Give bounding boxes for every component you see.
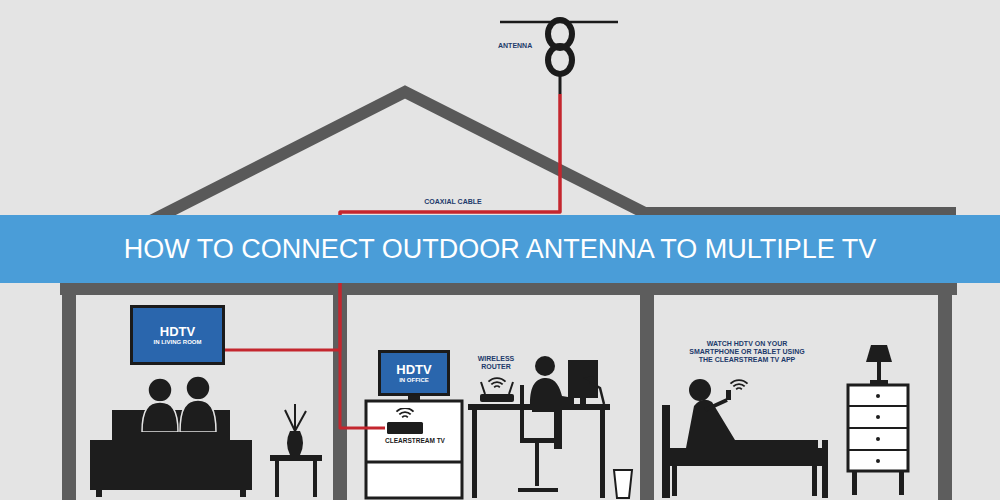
bedroom-figures — [848, 406, 908, 450]
living-room-figures — [90, 376, 322, 497]
living-room-figures — [287, 431, 303, 455]
wifi-arc — [396, 408, 414, 412]
router-label: WIRELESS ROUTER — [474, 355, 518, 371]
bedroom-figures — [866, 345, 892, 362]
office-furniture — [580, 398, 586, 404]
house-frame — [938, 283, 952, 500]
living-room-figures — [240, 490, 246, 497]
title-banner: HOW TO CONNECT OUTDOOR ANTENNA TO MULTIP… — [0, 215, 1000, 283]
wifi-arc — [494, 385, 501, 388]
bedroom-figures — [662, 345, 908, 498]
office-furniture — [472, 410, 477, 498]
office-furniture — [520, 385, 524, 440]
wifi-arc — [733, 383, 746, 387]
tv-screen: HDTVIN OFFICE — [378, 350, 450, 396]
tv-caption: IN LIVING ROOM — [154, 339, 202, 346]
tv-title: HDTV — [396, 363, 431, 377]
living-room-figures — [180, 400, 216, 432]
wifi-arc — [491, 381, 504, 385]
bedroom-figures — [876, 394, 880, 398]
office-furniture — [535, 356, 555, 376]
bedroom-figures — [899, 471, 904, 495]
house-frame — [62, 283, 76, 500]
living-room-figures — [148, 378, 172, 402]
office-furniture — [530, 378, 574, 404]
living-room-figures — [270, 455, 322, 461]
living-room-figures — [275, 461, 279, 497]
tv-title: HDTV — [160, 325, 195, 339]
bedroom-figures — [876, 437, 880, 441]
device-symbol — [385, 408, 431, 435]
bedroom-figures — [848, 385, 908, 471]
tv-screen: HDTVIN LIVING ROOM — [130, 305, 225, 365]
wifi-arc — [730, 379, 748, 384]
bedroom-figures — [686, 400, 818, 448]
living-room-figures — [96, 490, 102, 497]
house-frame — [640, 283, 654, 500]
living-room-figures — [142, 402, 178, 432]
bedroom-figures — [812, 466, 817, 496]
office-furniture — [366, 356, 632, 498]
bedroom-figures — [852, 471, 857, 495]
app-note: WATCH HDTV ON YOUR SMARTPHONE OR TABLET … — [684, 340, 810, 364]
clearstream-device: CLEARSTREAM TV — [385, 408, 445, 445]
bedroom-figures — [870, 380, 888, 385]
bedroom-figures — [876, 459, 880, 463]
office-furniture — [518, 488, 558, 492]
antenna: ANTENNA — [498, 2, 620, 94]
bedroom-figures — [726, 390, 731, 400]
wifi-symbol — [488, 377, 748, 390]
living-room-figures — [90, 432, 252, 490]
house-frame — [60, 283, 957, 295]
bedroom-figures — [705, 400, 727, 410]
bedroom-figures — [689, 379, 711, 401]
wifi-arc — [736, 387, 743, 390]
bedroom-figures — [822, 440, 828, 498]
office-furniture — [600, 410, 605, 498]
title-text: HOW TO CONNECT OUTDOOR ANTENNA TO MULTIP… — [124, 234, 877, 264]
office-furniture — [614, 470, 632, 498]
office-furniture — [481, 382, 513, 394]
living-room-figures — [285, 404, 306, 431]
living-room-figures — [313, 461, 317, 497]
device-label: CLEARSTREAM TV — [385, 437, 445, 445]
living-room-figures — [186, 376, 210, 400]
cable-label: COAXIAL CABLE — [418, 198, 488, 206]
office-furniture — [366, 401, 462, 498]
antenna-label: ANTENNA — [498, 42, 532, 50]
bedroom-figures — [672, 466, 677, 496]
router-symbol — [480, 394, 514, 402]
bedroom-figures — [662, 448, 827, 466]
house-frame — [60, 92, 957, 500]
office-furniture — [568, 360, 598, 398]
wifi-arc — [488, 377, 506, 382]
office-furniture — [583, 376, 595, 384]
wifi-arc — [402, 415, 409, 418]
office-furniture — [366, 461, 462, 464]
tv-caption: IN OFFICE — [399, 377, 429, 384]
office-furniture — [520, 438, 555, 443]
wifi-arc — [399, 411, 412, 415]
bedroom-figures — [877, 362, 881, 381]
office-furniture — [590, 382, 604, 404]
office-furniture — [535, 443, 539, 486]
bedroom-figures — [876, 415, 880, 419]
